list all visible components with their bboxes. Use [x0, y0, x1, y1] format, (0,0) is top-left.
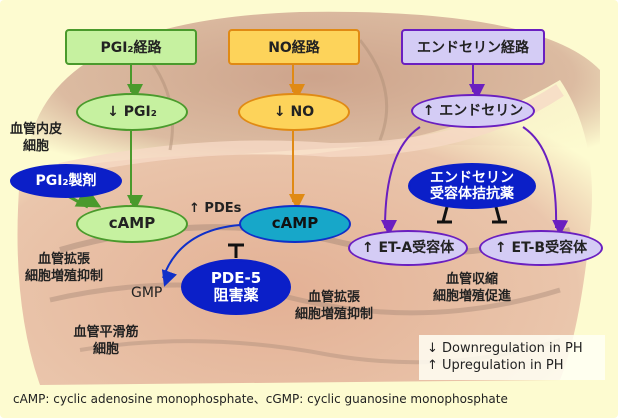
- pgi2-mediator: ↓ PGI₂: [76, 93, 188, 131]
- pgi2-effect-line1: 血管拡張: [37, 252, 90, 267]
- era-line1: エンドセリン: [430, 169, 514, 186]
- inhibit-era-b: [492, 206, 507, 224]
- legend-down: ↓ Downregulation in PH: [427, 341, 583, 356]
- endothelin-receptor-antagonist: エンドセリン 受容体拮抗薬: [408, 163, 536, 209]
- endothelin-mediator: ↑ エンドセリン: [411, 94, 535, 128]
- et-effect-line2: 細胞増殖促進: [432, 288, 511, 304]
- endothelial-line2: 細胞: [22, 138, 49, 154]
- pgi2-effect-label: 血管拡張 細胞増殖抑制: [14, 252, 114, 286]
- no-mediator: ↓ NO: [238, 93, 350, 131]
- et-b-receptor: ↑ ET-B受容体: [479, 230, 603, 266]
- pgi2-drug: PGI₂製剤: [10, 164, 122, 198]
- era-line2: 受容体拮抗薬: [430, 186, 514, 202]
- footnote: cAMP: cyclic adenosine monophosphate、cGM…: [13, 392, 508, 406]
- no-effect-line1: 血管拡張: [307, 290, 360, 305]
- inhibit-era-a: [437, 206, 452, 224]
- endothelial-line1: 血管内皮: [9, 122, 62, 137]
- legend-up: ↑ Upregulation in PH: [427, 358, 564, 373]
- no-effect-line2: 細胞増殖抑制: [294, 306, 373, 322]
- no-effect-label: 血管拡張 細胞増殖抑制: [284, 290, 384, 324]
- gmp-label: GMP: [131, 285, 163, 301]
- pgi2-effect-line2: 細胞増殖抑制: [24, 268, 103, 284]
- pgi2-pathway-header: PGI₂経路: [65, 29, 197, 65]
- pdes-label: ↑ PDEs: [189, 201, 242, 216]
- et-a-receptor: ↑ ET-A受容体: [348, 230, 468, 266]
- pde5-inhibitor: PDE-5 阻害薬: [181, 259, 291, 315]
- endothelin-pathway-header: エンドセリン経路: [401, 29, 545, 65]
- pde5-line1: PDE-5: [210, 268, 262, 287]
- endothelial-cell-label: 血管内皮 細胞: [4, 122, 68, 156]
- no-pathway-header: NO経路: [228, 29, 360, 65]
- smooth-muscle-line1: 血管平滑筋: [73, 325, 139, 340]
- et-effect-line1: 血管収縮: [445, 272, 498, 287]
- arrow-et-to-receptor-b: [522, 126, 569, 237]
- smooth-muscle-label: 血管平滑筋 細胞: [66, 325, 146, 359]
- legend: ↓ Downregulation in PH ↑ Upregulation in…: [419, 335, 605, 380]
- arrow-et-to-receptor-a: [381, 126, 421, 237]
- et-effect-label: 血管収縮 細胞増殖促進: [422, 272, 522, 306]
- camp-pgi2: cAMP: [76, 205, 188, 243]
- smooth-muscle-line2: 細胞: [92, 341, 119, 357]
- camp-no: cAMP: [239, 205, 351, 243]
- inhibit-pde5: [228, 243, 244, 258]
- arrow-camp-to-gmp: [161, 224, 241, 287]
- pde5-line2: 阻害薬: [213, 286, 259, 304]
